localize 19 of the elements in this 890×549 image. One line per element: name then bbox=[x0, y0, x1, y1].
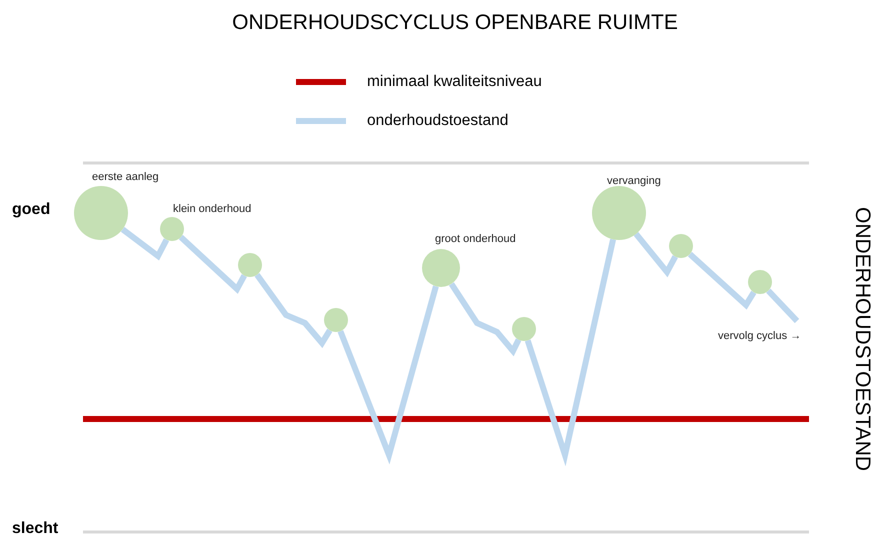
legend-label: onderhoudstoestand bbox=[367, 111, 508, 131]
axis-label: slecht bbox=[12, 519, 58, 539]
condition-line-segment bbox=[254, 272, 332, 348]
condition-line-segment bbox=[634, 232, 678, 278]
axis-label: goed bbox=[12, 200, 50, 220]
stage-label: groot onderhoud bbox=[435, 232, 516, 246]
continuation-note: vervolg cyclus → bbox=[718, 329, 802, 344]
axis-title: ONDERHOUDSTOESTAND bbox=[852, 207, 873, 472]
stage-label: eerste aanleg bbox=[92, 170, 159, 184]
stage-label: klein onderhoud bbox=[173, 202, 252, 216]
condition-line-segment bbox=[120, 226, 170, 261]
condition-line-segment bbox=[766, 288, 800, 324]
legend-label: minimaal kwaliteitsniveau bbox=[367, 72, 542, 92]
condition-line-segment bbox=[448, 282, 522, 356]
condition-line-segment bbox=[178, 234, 247, 294]
condition-line-segment bbox=[524, 238, 616, 466]
diagram-title: ONDERHOUDSCYCLUS OPENBARE RUIMTE bbox=[232, 10, 678, 36]
stage-label: vervanging bbox=[607, 174, 661, 188]
condition-line-segment bbox=[338, 286, 439, 464]
